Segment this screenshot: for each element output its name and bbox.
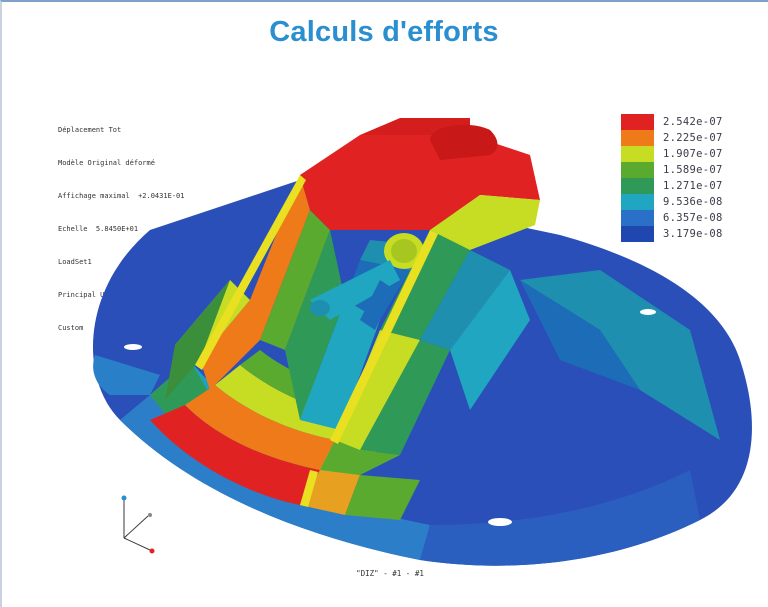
axis-triad-icon (121, 495, 155, 554)
legend-label: 9.536e-08 (663, 196, 723, 208)
page-title: Calculs d'efforts (269, 16, 499, 48)
legend-swatch (621, 178, 654, 194)
legend-swatch (621, 114, 654, 130)
legend-label: 6.357e-08 (663, 212, 723, 224)
legend-label: 2.542e-07 (663, 116, 723, 128)
legend-row: 6.357e-08 (621, 210, 723, 226)
view-name-label: "DIZ" - #1 - #1 (356, 569, 424, 578)
info-line-loadset: LoadSet1 (58, 258, 92, 266)
legend-row: 2.225e-07 (621, 130, 723, 146)
legend-row: 1.271e-07 (621, 178, 723, 194)
info-line-scale: Echelle 5.8450E+01 (58, 225, 139, 233)
legend-swatch (621, 162, 654, 178)
legend-swatch (621, 146, 654, 162)
legend-swatch (621, 194, 654, 210)
model-info-block: Déplacement Tot Modèle Original déformé … (58, 103, 184, 345)
info-line-model: Modèle Original déformé (58, 159, 155, 167)
legend-row: 9.536e-08 (621, 194, 723, 210)
legend-label: 2.225e-07 (663, 132, 723, 144)
legend-swatch (621, 226, 654, 242)
color-legend: 2.542e-07 2.225e-07 1.907e-07 1.589e-07 … (621, 114, 723, 242)
legend-label: 1.589e-07 (663, 164, 723, 176)
info-line-displacement: Déplacement Tot (58, 126, 122, 134)
legend-label: 1.907e-07 (663, 148, 723, 160)
legend-swatch (621, 210, 654, 226)
pin-assembly (310, 233, 424, 330)
legend-row: 1.589e-07 (621, 162, 723, 178)
legend-row: 2.542e-07 (621, 114, 723, 130)
legend-label: 3.179e-08 (663, 228, 723, 240)
legend-label: 1.271e-07 (663, 180, 723, 192)
highlight-edges (195, 175, 438, 507)
legend-row: 1.907e-07 (621, 146, 723, 162)
top-block (300, 118, 540, 250)
legend-row: 3.179e-08 (621, 226, 723, 242)
info-line-max-display: Affichage maximal +2.0431E-01 (58, 192, 185, 200)
info-line-units: Custom (58, 324, 84, 332)
legend-swatch (621, 130, 654, 146)
